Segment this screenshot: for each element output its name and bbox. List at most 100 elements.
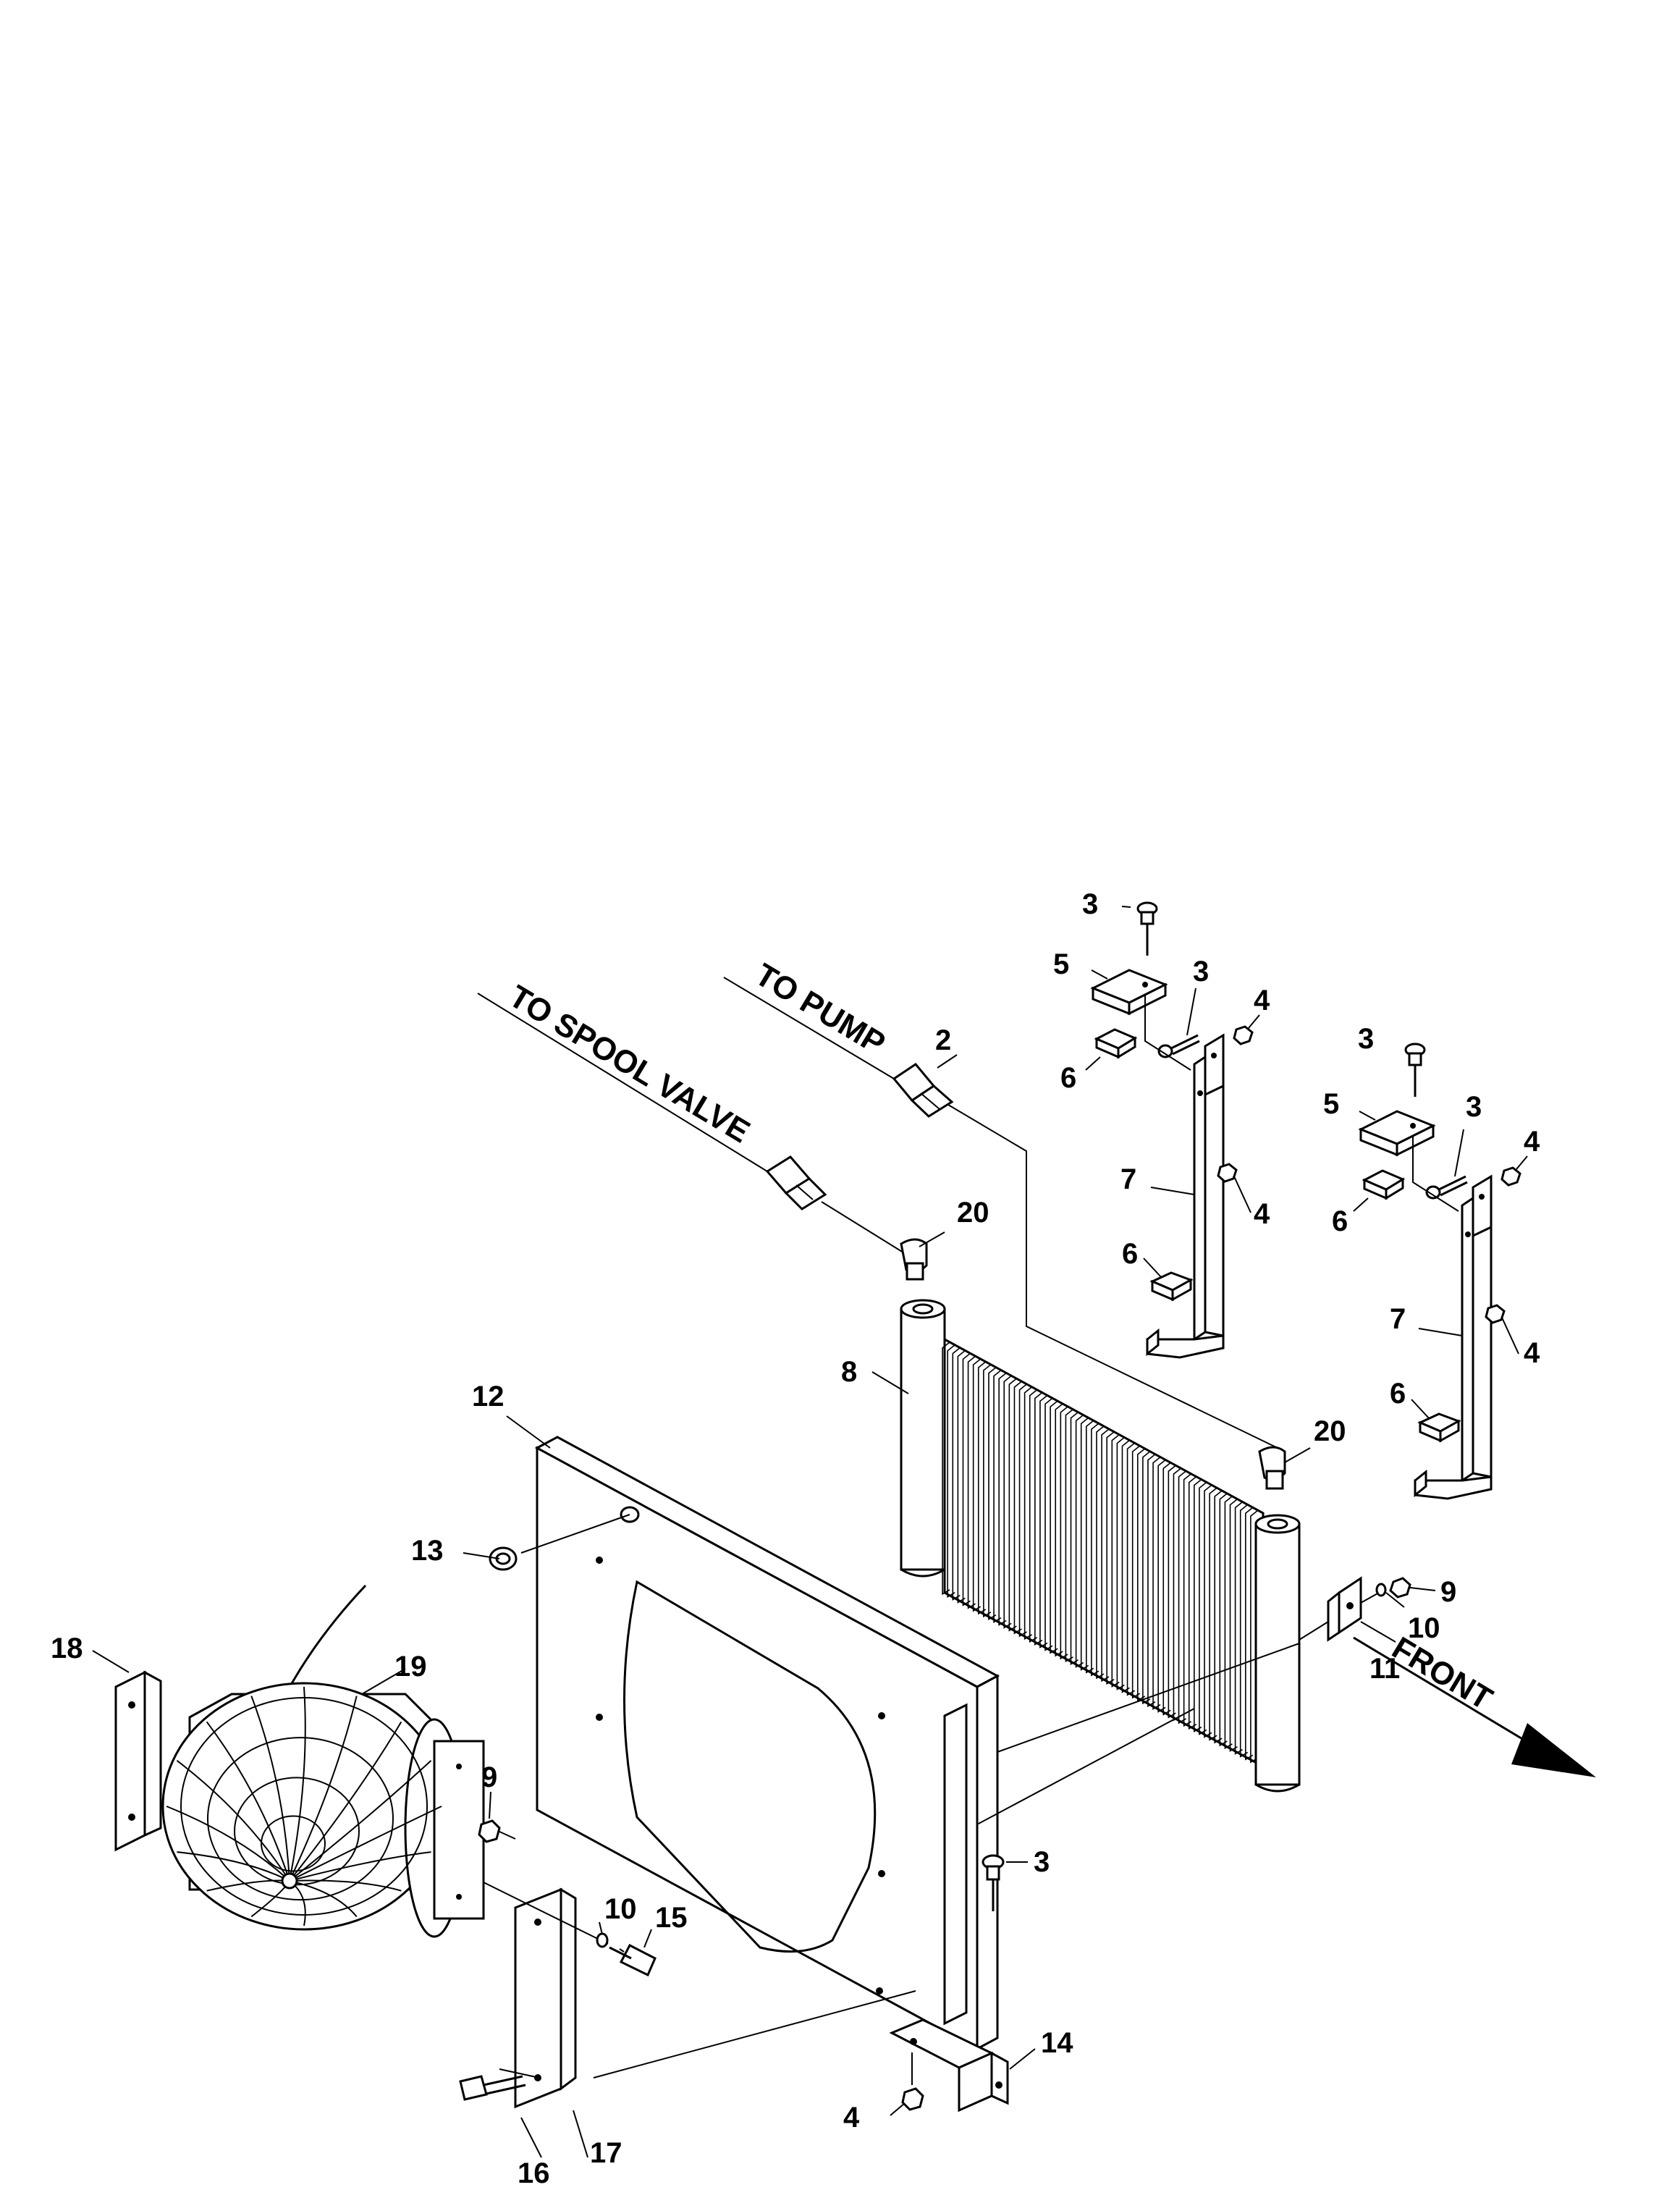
cooler-fin xyxy=(1101,1428,1110,1682)
grille-spoke xyxy=(289,1851,431,1882)
callout-15: 15 xyxy=(655,1902,688,1934)
cooler-fin xyxy=(1194,1478,1202,1732)
bar-7-lip xyxy=(1146,1328,1160,1357)
bolt-3-neck xyxy=(1140,911,1155,925)
cooler-fin xyxy=(1126,1442,1136,1696)
bar-7-web xyxy=(1193,1055,1207,1342)
cooler-fin xyxy=(988,1367,997,1621)
callout-leader xyxy=(1516,1155,1528,1170)
cooler-fin xyxy=(1209,1487,1217,1741)
cooler-fin xyxy=(1050,1400,1058,1654)
clamp-5-hole xyxy=(1142,982,1148,987)
callout-leader xyxy=(1501,1317,1519,1355)
oil-cooler-core xyxy=(900,1299,1301,1793)
bolt-3-head xyxy=(1425,1185,1441,1200)
side-mount-bracket xyxy=(1299,1576,1362,1642)
callout-leader xyxy=(1411,1399,1430,1420)
cooler-fin xyxy=(1106,1431,1115,1685)
lower-mount-bracket xyxy=(889,2018,1009,2113)
callout-9: 9 xyxy=(481,1761,497,1793)
nut-4-lower xyxy=(901,2052,924,2111)
bolt-3-shank xyxy=(1438,1175,1466,1191)
callout-6: 6 xyxy=(1122,1238,1138,1270)
bolt-3-lower xyxy=(982,1854,1028,1911)
callout-8: 8 xyxy=(841,1356,857,1388)
callout-6: 6 xyxy=(1060,1062,1076,1094)
pad-6-side xyxy=(1439,1419,1460,1443)
cooler-fin xyxy=(1183,1473,1192,1727)
upper-mount-assembly-left xyxy=(1085,901,1260,1359)
bar-7-tab xyxy=(1204,1033,1225,1097)
lockwasher-10-right xyxy=(1375,1583,1387,1597)
callout-4: 4 xyxy=(1524,1126,1540,1158)
grille-spoke xyxy=(289,1696,358,1882)
grille-spoke xyxy=(176,1760,290,1882)
grille-spoke xyxy=(289,1880,358,1918)
cooler-fin xyxy=(962,1352,971,1606)
callout-4: 4 xyxy=(843,2102,860,2134)
bar-7-flange xyxy=(1472,1196,1493,1478)
front-arrow xyxy=(1353,1636,1596,1777)
callout-leader xyxy=(1085,1056,1101,1071)
callout-11: 11 xyxy=(1369,1653,1400,1685)
hose-fitting-pump xyxy=(892,1063,954,1118)
callout-16: 16 xyxy=(518,2157,550,2189)
cooler-fin xyxy=(1219,1493,1228,1747)
cooler-fin xyxy=(1147,1454,1156,1708)
grommet xyxy=(489,1546,518,1571)
cooler-fin xyxy=(1075,1414,1084,1668)
callout-10: 10 xyxy=(1408,1612,1440,1644)
clamp-5-side xyxy=(1128,982,1167,1016)
callout-20: 20 xyxy=(957,1197,989,1229)
electric-fan xyxy=(161,1584,485,1938)
callout-10: 10 xyxy=(604,1893,637,1925)
callout-6: 6 xyxy=(1390,1378,1406,1410)
callout-leader xyxy=(1150,1187,1195,1195)
elbow-fitting-right xyxy=(1258,1446,1286,1490)
callout-20: 20 xyxy=(1314,1415,1346,1447)
bolt-15 xyxy=(483,1882,657,1977)
cooler-fin xyxy=(1199,1481,1207,1735)
pad-6-side xyxy=(1171,1278,1192,1302)
callout-19: 19 xyxy=(394,1651,427,1682)
nut-9-right xyxy=(1360,1577,1411,1604)
left-bracket xyxy=(114,1670,162,1852)
grille-spoke xyxy=(177,1851,290,1882)
grille-spoke xyxy=(289,1879,402,1892)
grille-spoke xyxy=(289,1686,306,1882)
cooler-fin xyxy=(1065,1409,1073,1663)
callout-5: 5 xyxy=(1323,1088,1339,1120)
cooler-fin xyxy=(993,1369,1002,1623)
mount-leader xyxy=(1412,1137,1459,1212)
cooler-fin xyxy=(1245,1507,1254,1761)
to-spool-valve-label: TO SPOOL VALVE xyxy=(503,979,756,1150)
cooler-fin xyxy=(1003,1375,1012,1629)
callout-leader xyxy=(1418,1328,1463,1336)
cooler-fin xyxy=(1070,1412,1079,1666)
cooler-fin xyxy=(1039,1394,1048,1648)
cooler-fin xyxy=(1131,1445,1141,1699)
cooler-fin xyxy=(1157,1459,1166,1713)
cooler-fin xyxy=(1178,1470,1187,1724)
bolt-3-shank xyxy=(1440,1181,1468,1197)
cooler-fin xyxy=(1029,1389,1038,1643)
callout-leader xyxy=(1353,1197,1369,1212)
callout-18: 18 xyxy=(51,1633,83,1664)
callout-14: 14 xyxy=(1041,2027,1073,2059)
pad-6-side xyxy=(1385,1177,1404,1200)
callout-3: 3 xyxy=(1358,1023,1374,1055)
callout-12: 12 xyxy=(472,1381,505,1412)
fan-guard-grille xyxy=(166,1686,442,1926)
pad-6-side xyxy=(1117,1036,1136,1059)
nut-4 xyxy=(1217,1163,1238,1183)
cooler-fin xyxy=(972,1358,982,1612)
callout-7: 7 xyxy=(1120,1163,1136,1195)
cooler-fin xyxy=(1018,1384,1028,1638)
callout-3: 3 xyxy=(1034,1846,1050,1878)
cooler-fin xyxy=(1142,1451,1151,1705)
front-label: FRONT xyxy=(1386,1630,1498,1717)
callout-leader xyxy=(1248,1014,1260,1029)
cooler-fin xyxy=(1168,1465,1176,1719)
cooler-fin xyxy=(1239,1504,1249,1758)
callout-leader xyxy=(1359,1111,1376,1121)
